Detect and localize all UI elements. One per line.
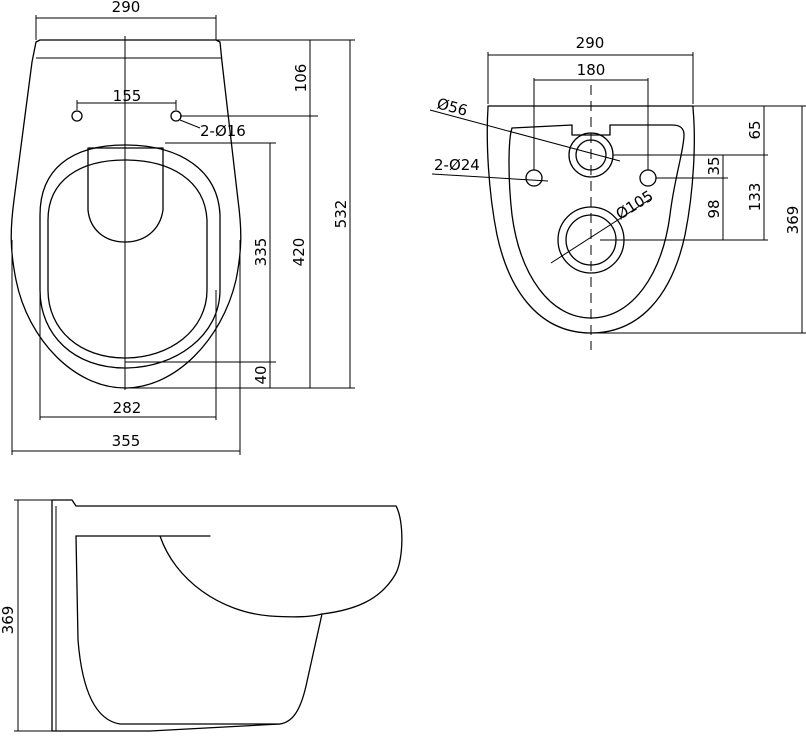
mount-hole-right — [170, 110, 182, 122]
top-width-label: 290 — [112, 0, 141, 16]
seat-inner — [47, 159, 208, 359]
side-view-outline — [51, 499, 403, 732]
back-width-290-label: 290 — [576, 34, 605, 52]
back-hole-left — [525, 169, 543, 187]
dia-105-label: Ø105 — [613, 187, 657, 224]
back-hole-right — [639, 169, 657, 187]
side-view: 369 — [0, 499, 403, 732]
height-40-label: 40 — [252, 365, 270, 384]
back-view: 290 180 Ø56 2-Ø24 Ø105 65 35 133 98 — [429, 34, 806, 350]
mount-hole-left — [71, 110, 83, 122]
dim-369-label: 369 — [784, 206, 802, 235]
width-355-label: 355 — [112, 432, 141, 450]
height-106-label: 106 — [292, 64, 310, 93]
mount-holes-label: 2-Ø16 — [200, 122, 246, 140]
height-335-label: 335 — [252, 238, 270, 267]
side-height-369-label: 369 — [0, 606, 17, 635]
holes-24-label: 2-Ø24 — [434, 156, 480, 174]
seat-outer — [39, 144, 221, 369]
back-width-180-label: 180 — [577, 61, 606, 79]
dia-56-label: Ø56 — [435, 94, 470, 119]
dim-98-label: 98 — [705, 199, 723, 218]
back-view-inner — [508, 124, 685, 319]
dim-133-label: 133 — [746, 183, 764, 212]
dim-35-label: 35 — [705, 156, 723, 175]
inlet-inner — [575, 139, 607, 171]
width-282-label: 282 — [113, 399, 142, 417]
side-bowl-inner — [75, 535, 323, 618]
hole-spacing-label: 155 — [113, 87, 142, 105]
dim-65-label: 65 — [746, 120, 764, 139]
side-trap — [75, 535, 281, 725]
height-532-label: 532 — [332, 200, 350, 229]
top-view: 290 155 2-Ø16 106 532 420 335 40 — [10, 0, 355, 455]
height-420-label: 420 — [290, 238, 308, 267]
